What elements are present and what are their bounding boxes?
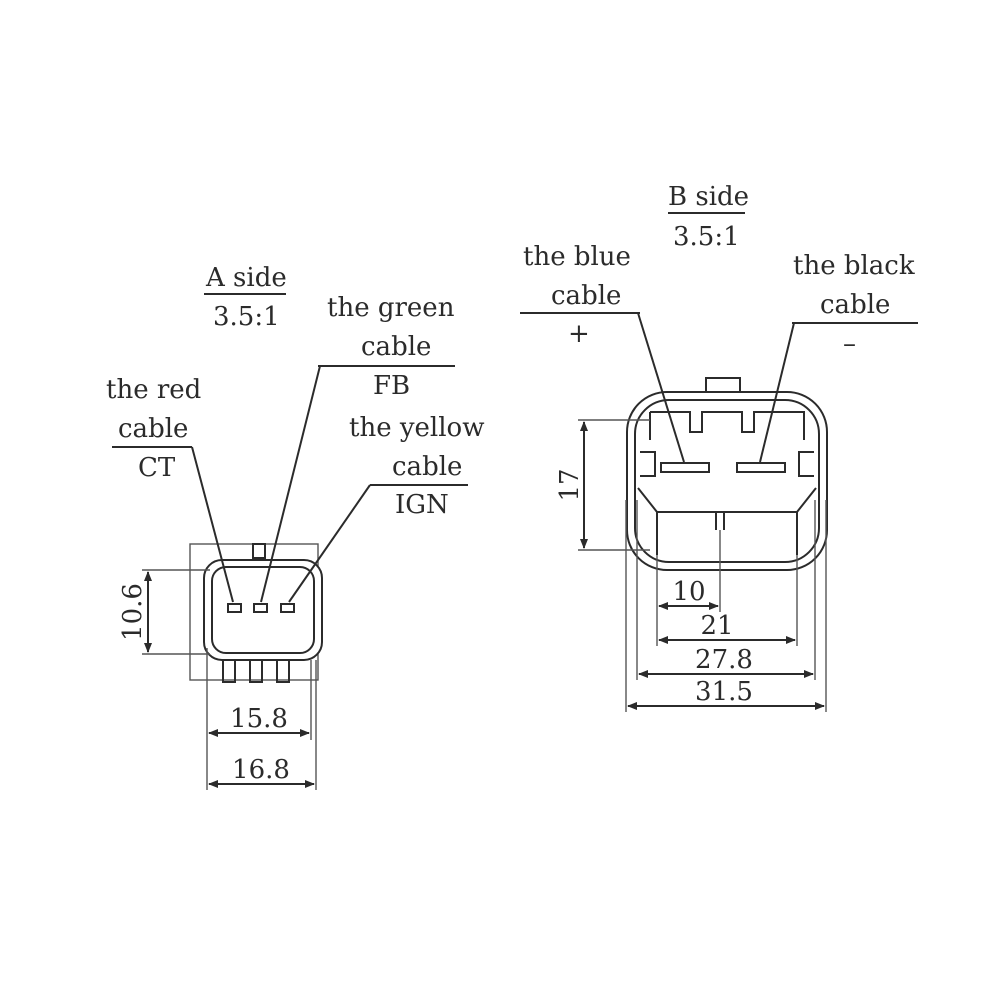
a-connector-housing-inner xyxy=(211,566,315,654)
black-cable-code: – xyxy=(843,329,856,359)
a-pin-ct xyxy=(227,603,242,613)
a-connector-housing-outer xyxy=(203,559,323,661)
b-w4-dim-value: 31.5 xyxy=(695,677,753,707)
yellow-cable-code: IGN xyxy=(395,490,449,520)
red-cable-code: CT xyxy=(138,453,176,483)
yellow-cable-label-line1: the yellow xyxy=(349,413,484,443)
red-cable-leader xyxy=(191,446,234,603)
b-w1-dim-value: 10 xyxy=(672,577,705,607)
b-pin-negative xyxy=(736,462,786,473)
yellow-cable-leader xyxy=(288,484,371,603)
b-height-dim-value: 17 xyxy=(555,468,585,501)
b-connector-keying-teeth xyxy=(649,411,805,440)
blue-cable-leader xyxy=(637,312,685,463)
b-connector-lower-chamfer xyxy=(637,487,817,513)
a-terminal-2 xyxy=(249,659,263,683)
b-side-view: B side 3.5:1 the blue cable + the black … xyxy=(520,182,918,712)
red-cable-label-line1: the red xyxy=(106,375,201,405)
b-connector-left-notch xyxy=(640,451,656,477)
a-width-inner-dim-value: 15.8 xyxy=(230,704,288,734)
a-terminal-3 xyxy=(276,659,290,683)
b-w3-dim-value: 27.8 xyxy=(695,645,753,675)
a-pin-fb xyxy=(253,603,268,613)
b-side-title: B side xyxy=(668,182,749,212)
b-side-scale: 3.5:1 xyxy=(673,222,740,252)
black-cable-leader xyxy=(759,322,795,463)
a-side-scale: 3.5:1 xyxy=(213,302,280,332)
b-connector-right-notch xyxy=(798,451,814,477)
blue-cable-label-line2: cable xyxy=(551,281,621,311)
green-cable-label-line1: the green xyxy=(327,293,455,323)
a-width-outer-dim-value: 16.8 xyxy=(232,755,290,785)
blue-cable-label-line1: the blue xyxy=(523,242,631,272)
blue-cable-code: + xyxy=(568,319,590,349)
green-cable-code: FB xyxy=(373,371,410,401)
red-cable-label-line2: cable xyxy=(118,414,188,444)
a-pin-ign xyxy=(280,603,295,613)
green-cable-leader xyxy=(260,365,321,603)
a-connector-latch xyxy=(252,543,266,559)
a-side-view: A side 3.5:1 the red cable CT the green … xyxy=(106,263,484,790)
b-w2-dim-value: 21 xyxy=(700,611,733,641)
green-cable-label-line2: cable xyxy=(361,332,431,362)
yellow-cable-label-line2: cable xyxy=(392,452,462,482)
a-terminal-1 xyxy=(222,659,236,683)
a-height-dim-value: 10.6 xyxy=(118,583,148,641)
a-side-title: A side xyxy=(205,263,287,293)
b-pin-positive xyxy=(660,462,710,473)
black-cable-label-line1: the black xyxy=(793,251,915,281)
b-connector-housing-inner xyxy=(634,399,820,563)
black-cable-label-line2: cable xyxy=(820,290,890,320)
